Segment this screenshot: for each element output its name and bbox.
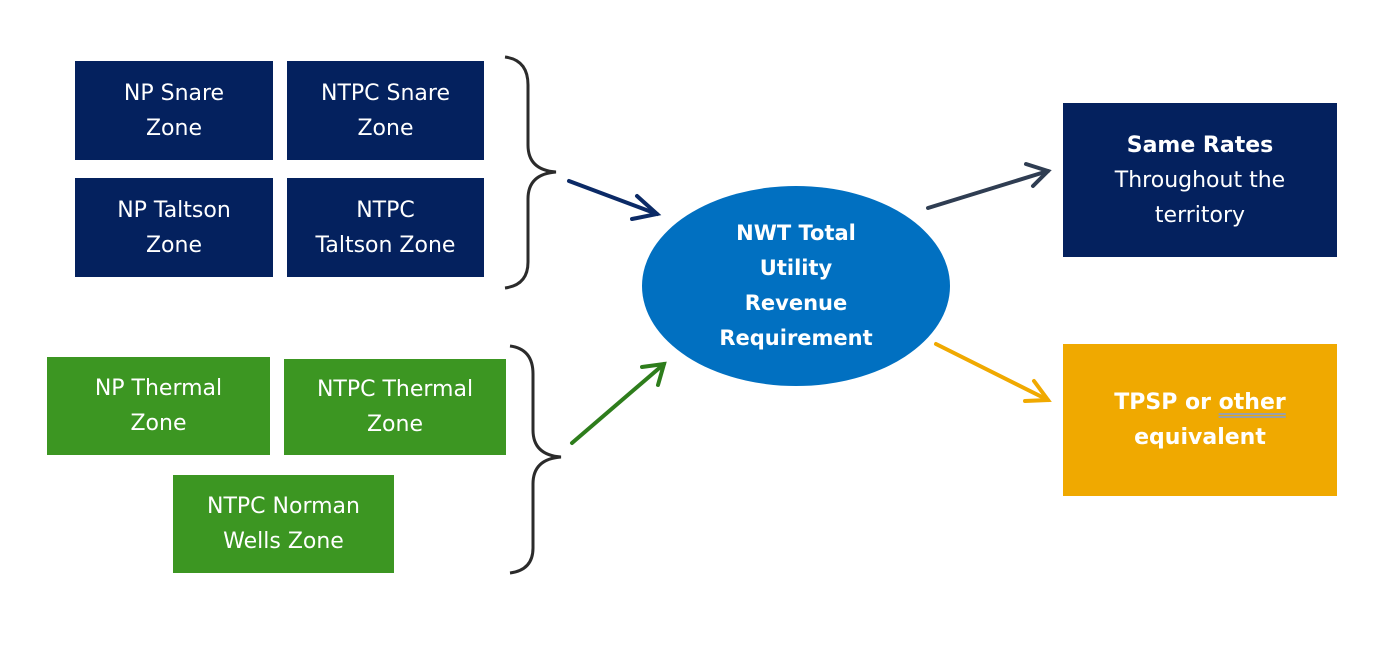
arrow-center-to-tpsp <box>934 342 1052 403</box>
tpsp-line2: equivalent <box>1134 425 1266 450</box>
ntpc-taltson-zone-box: NTPC Taltson Zone <box>287 178 484 277</box>
center-label-line: Revenue <box>744 291 848 315</box>
tpsp-prefix: TPSP or <box>1114 390 1219 415</box>
center-label-line: NWT Total <box>736 221 856 245</box>
center-label-line: Requirement <box>719 326 873 350</box>
box-label-line1: NTPC <box>356 197 415 223</box>
tpsp-box: TPSP or other equivalent <box>1063 344 1337 496</box>
box-label-line1: NTPC Snare <box>320 80 450 106</box>
same-rates-line3: territory <box>1154 202 1246 228</box>
box-label-line2: Taltson Zone <box>315 232 456 258</box>
center-label-line: Utility <box>759 256 833 280</box>
box-label-line2: Zone <box>145 115 202 141</box>
box-label-line1: NTPC Thermal <box>316 377 474 402</box>
same-rates-line2: Throughout the <box>1114 167 1286 193</box>
tpsp-other-underlined: other <box>1218 390 1286 415</box>
nwt-total-revenue-requirement-node: NWT Total Utility Revenue Requirement <box>642 186 950 386</box>
box-label-line1: NTPC Norman <box>207 494 360 519</box>
box-label-line2: Zone <box>130 411 187 436</box>
arrow-hydro-to-center <box>567 179 662 221</box>
same-rates-box: Same Rates Throughout the territory <box>1063 103 1337 257</box>
box-label-line1: NP Snare <box>123 80 225 106</box>
thermal-brace <box>509 344 562 575</box>
box-label-line1: NP Thermal <box>94 376 223 401</box>
box-label-line2: Zone <box>366 412 423 437</box>
box-label-line2: Wells Zone <box>223 529 344 554</box>
arrow-center-to-same-rates <box>926 162 1052 210</box>
hydro-brace <box>504 55 557 290</box>
same-rates-title: Same Rates <box>1126 132 1274 158</box>
box-label-line2: Zone <box>145 232 202 258</box>
box-label-line2: Zone <box>357 115 414 141</box>
arrow-thermal-to-center <box>570 361 667 445</box>
box-label-line1: NP Taltson <box>117 197 231 223</box>
